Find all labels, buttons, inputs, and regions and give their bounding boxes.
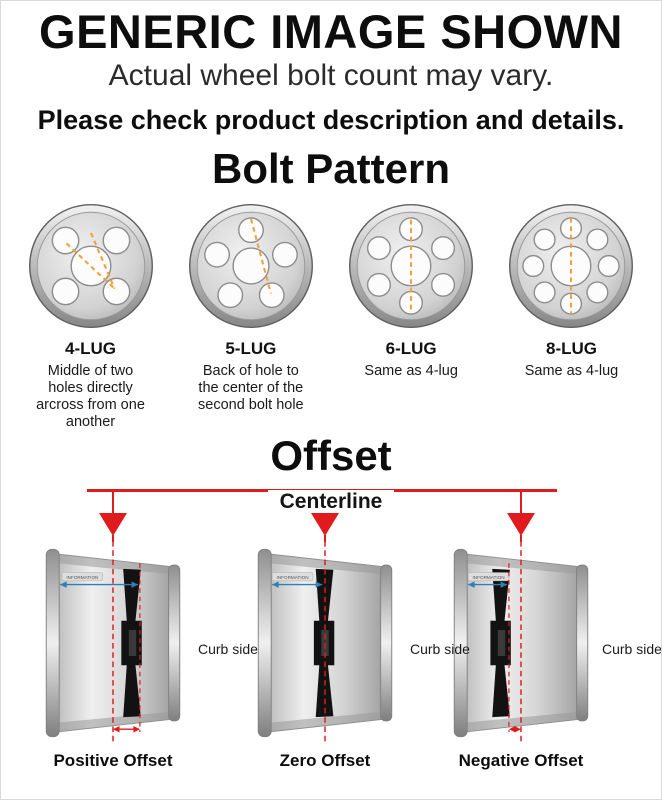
subtitle: Actual wheel bolt count may vary. — [108, 59, 554, 92]
zero-offset-label: Zero Offset — [279, 751, 371, 770]
six-lug-wheel-illustration — [349, 204, 474, 328]
barrel-watermark: INFORMATION — [277, 575, 309, 580]
centerline-connector — [112, 490, 114, 514]
lug-holes — [367, 217, 456, 315]
backspacing-arrow — [60, 581, 139, 588]
negative-offset-label: Negative Offset — [458, 751, 584, 770]
centerline-marker-arrow — [507, 513, 535, 536]
curb-side-label: Curb side — [410, 641, 470, 657]
bolt-spacing-measure — [249, 218, 272, 294]
lug-item-8: 8-LUG Same as 4-lug — [494, 200, 649, 431]
curb-side-label: Curb side — [602, 641, 662, 657]
lug-item-6: 6-LUG Same as 4-lug — [334, 200, 489, 431]
centerline-marker-arrow — [99, 513, 127, 536]
centerline-label: Centerline — [1, 490, 661, 514]
lug-label: 4-LUG — [65, 339, 116, 358]
lug-description: Back of hole to the center of the second… — [198, 363, 304, 413]
lug-holes — [522, 217, 621, 315]
centerline-dash — [112, 535, 114, 542]
bolt-pattern-title: Bolt Pattern — [211, 145, 450, 192]
note-text: Please check product description and det… — [37, 105, 625, 135]
lug-holes — [51, 226, 130, 306]
centerline-marker-arrow — [311, 513, 339, 536]
offset-measure-arrow — [113, 725, 140, 733]
lug-description: Same as 4-lug — [524, 363, 619, 379]
five-lug-wheel-illustration — [188, 204, 313, 328]
lug-label: 5-LUG — [225, 339, 277, 358]
bolt-spacing-measure — [65, 232, 116, 290]
offset-measure-arrow — [508, 725, 521, 733]
barrel-watermark: INFORMATION — [473, 575, 505, 580]
lug-holes — [203, 217, 298, 309]
offset-title: Offset — [270, 432, 392, 479]
backspacing-arrow — [272, 581, 323, 588]
centerline-connector — [520, 490, 522, 514]
centerline-dash — [324, 535, 326, 542]
wheel-disc-cross-section — [121, 568, 142, 718]
centerline-dash — [520, 535, 522, 542]
curb-side-label: Curb side — [198, 641, 258, 657]
positive-offset-label: Positive Offset — [53, 751, 173, 770]
lug-item-4: 4-LUG Middle of two holes directly arcro… — [13, 200, 168, 431]
lug-label: 8-LUG — [545, 339, 597, 358]
eight-lug-wheel-illustration — [509, 204, 634, 328]
lug-item-5: 5-LUG Back of hole to the center of the … — [173, 200, 328, 431]
lug-label: 6-LUG — [385, 339, 437, 358]
barrel-watermark: INFORMATION — [66, 575, 98, 580]
negative-offset-wheel-illustration: INFORMATION — [453, 541, 589, 745]
four-lug-wheel-illustration — [28, 204, 153, 328]
main-title: GENERIC IMAGE SHOWN — [39, 5, 623, 58]
backspacing-arrow — [468, 581, 508, 588]
offset-diagram: Centerline INFORMATION — [1, 483, 661, 783]
zero-offset-wheel-illustration: INFORMATION — [257, 541, 393, 745]
positive-offset-wheel-illustration: INFORMATION — [45, 541, 181, 745]
bolt-pattern-row: 4-LUG Middle of two holes directly arcro… — [1, 196, 661, 431]
lug-description: Middle of two holes directly arcross fro… — [36, 363, 145, 430]
lug-description: Same as 4-lug — [364, 363, 458, 379]
